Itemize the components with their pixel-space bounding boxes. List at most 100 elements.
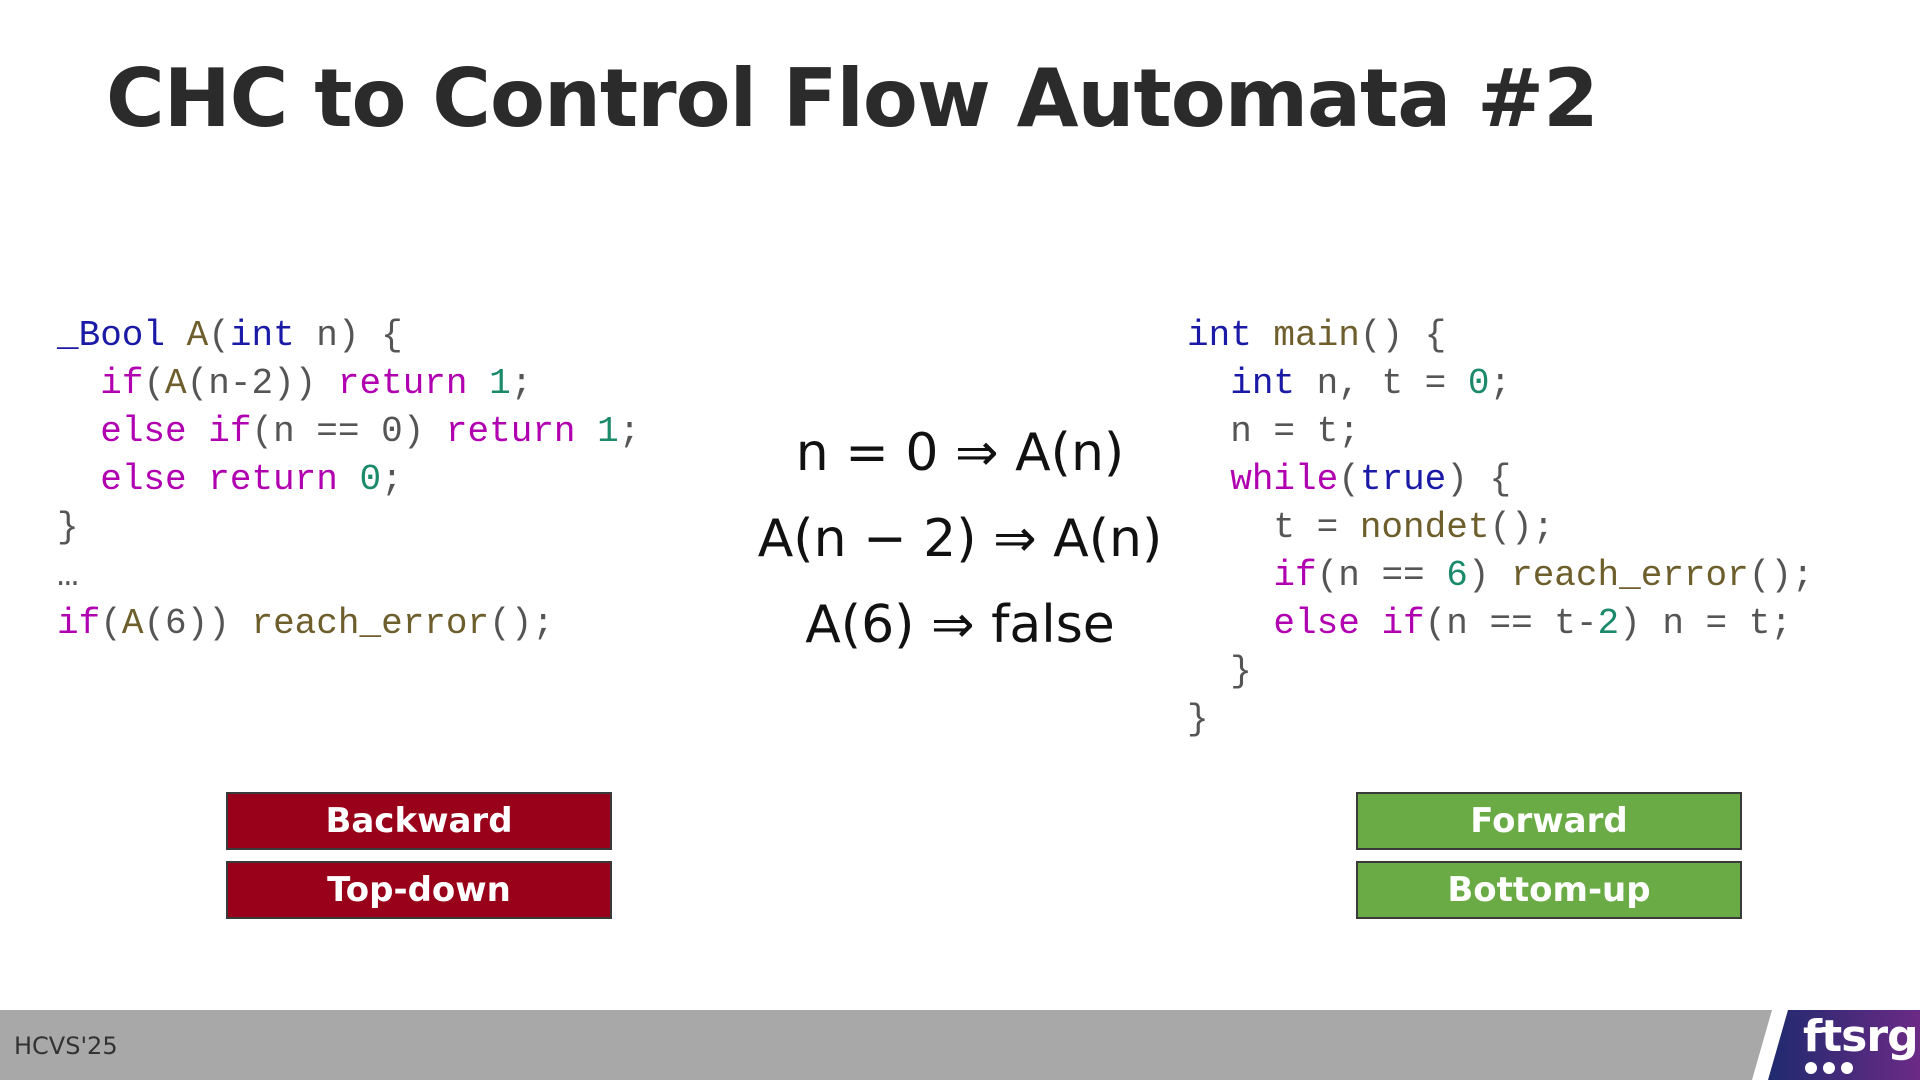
tag-top-down: Top-down [226, 861, 612, 919]
code-token [165, 315, 187, 356]
code-token: ( [100, 603, 122, 644]
code-token [187, 411, 209, 452]
code-token: if [57, 603, 101, 644]
code-token: A [121, 603, 144, 644]
code-line: if(n == 6) reach_error(); [1187, 552, 1814, 600]
code-token: (); [1489, 507, 1555, 548]
code-token: ; [381, 459, 403, 500]
code-token: (); [1748, 555, 1814, 596]
code-token: (6)) [143, 603, 252, 644]
code-block-right: int main() { int n, t = 0; n = t; while(… [1187, 312, 1814, 744]
code-token: … [57, 555, 79, 596]
footer-bar [0, 1010, 1920, 1080]
code-token: (n == t- [1424, 603, 1598, 644]
chc-clause-inductive: A(n − 2) ⇒ A(n) [757, 509, 1163, 569]
code-token: 1 [597, 411, 619, 452]
code-token: ( [1338, 459, 1360, 500]
code-token: (n == 0) [251, 411, 446, 452]
code-line: else if(n == t-2) n = t; [1187, 600, 1814, 648]
code-token: _Bool [57, 315, 166, 356]
code-token: } [1187, 699, 1209, 740]
code-token [187, 459, 209, 500]
code-token: else [100, 411, 187, 452]
code-token [338, 459, 360, 500]
code-token: ) n = t; [1619, 603, 1792, 644]
code-line: int n, t = 0; [1187, 360, 1814, 408]
code-token: return [337, 363, 468, 404]
code-token: (n == [1316, 555, 1447, 596]
code-token [1360, 603, 1382, 644]
code-token: else [1273, 603, 1360, 644]
code-token [1252, 315, 1274, 356]
code-token [1187, 363, 1230, 404]
code-token [57, 459, 100, 500]
chc-clauses: n = 0 ⇒ A(n) A(n − 2) ⇒ A(n) A(6) ⇒ fals… [740, 410, 1180, 668]
code-line: while(true) { [1187, 456, 1814, 504]
code-line: _Bool A(int n) { [57, 312, 640, 360]
code-token: int [1187, 315, 1252, 356]
code-token: } [1187, 651, 1252, 692]
code-token [57, 363, 100, 404]
code-token: n = t; [1187, 411, 1360, 452]
code-token: 0 [1467, 363, 1490, 404]
code-token: ; [510, 363, 533, 404]
code-token: n, t = [1295, 363, 1468, 404]
code-token [57, 411, 100, 452]
code-token: 2 [1597, 603, 1620, 644]
footer-conference-label: HCVS'25 [14, 1032, 118, 1060]
code-token: int [229, 315, 295, 356]
code-token [1187, 459, 1230, 500]
code-token [1187, 603, 1273, 644]
code-line: else if(n == 0) return 1; [57, 408, 640, 456]
code-token: else [100, 459, 187, 500]
code-line: t = nondet(); [1187, 504, 1814, 552]
code-token: n) { [294, 315, 403, 356]
tag-backward: Backward [226, 792, 612, 850]
code-token: ) [1467, 555, 1512, 596]
code-line: } [1187, 696, 1814, 744]
code-token: main [1273, 315, 1360, 356]
code-token: (); [489, 603, 554, 644]
code-token: ) { [1446, 459, 1512, 500]
chc-clause-query: A(6) ⇒ false [805, 595, 1115, 655]
code-token: () { [1359, 315, 1447, 356]
code-token: if [100, 363, 144, 404]
code-token: A [186, 315, 209, 356]
code-token: reach_error [251, 603, 490, 644]
code-token [1187, 555, 1273, 596]
code-token [576, 411, 598, 452]
code-token: ( [143, 363, 166, 404]
code-block-left: _Bool A(int n) { if(A(n-2)) return 1; el… [57, 312, 640, 648]
chc-clause-fact: n = 0 ⇒ A(n) [795, 423, 1125, 483]
code-token: if [208, 411, 252, 452]
code-line: } [57, 504, 640, 552]
ftsrg-logo [1752, 1010, 1920, 1080]
code-token: } [57, 507, 79, 548]
code-token: reach_error [1511, 555, 1749, 596]
code-token: 6 [1446, 555, 1468, 596]
code-token: 0 [359, 459, 382, 500]
tag-forward: Forward [1356, 792, 1742, 850]
code-line: if(A(n-2)) return 1; [57, 360, 640, 408]
code-token: 1 [489, 363, 511, 404]
code-line: n = t; [1187, 408, 1814, 456]
code-token: int [1230, 363, 1296, 404]
code-token: (n-2)) [186, 363, 338, 404]
tag-bottom-up: Bottom-up [1356, 861, 1742, 919]
code-token: ( [208, 315, 230, 356]
logo-wordmark: ftsrg [1803, 1011, 1919, 1062]
code-line: int main() { [1187, 312, 1814, 360]
code-token: return [445, 411, 576, 452]
code-token: nondet [1359, 507, 1490, 548]
slide-title: CHC to Control Flow Automata #2 [106, 52, 1599, 145]
code-token: if [1273, 555, 1317, 596]
code-token: A [165, 363, 187, 404]
code-line: else return 0; [57, 456, 640, 504]
code-line: } [1187, 648, 1814, 696]
code-line: if(A(6)) reach_error(); [57, 600, 640, 648]
code-token: ; [618, 411, 641, 452]
code-token [468, 363, 490, 404]
code-line: … [57, 552, 640, 600]
code-token: while [1230, 459, 1339, 500]
